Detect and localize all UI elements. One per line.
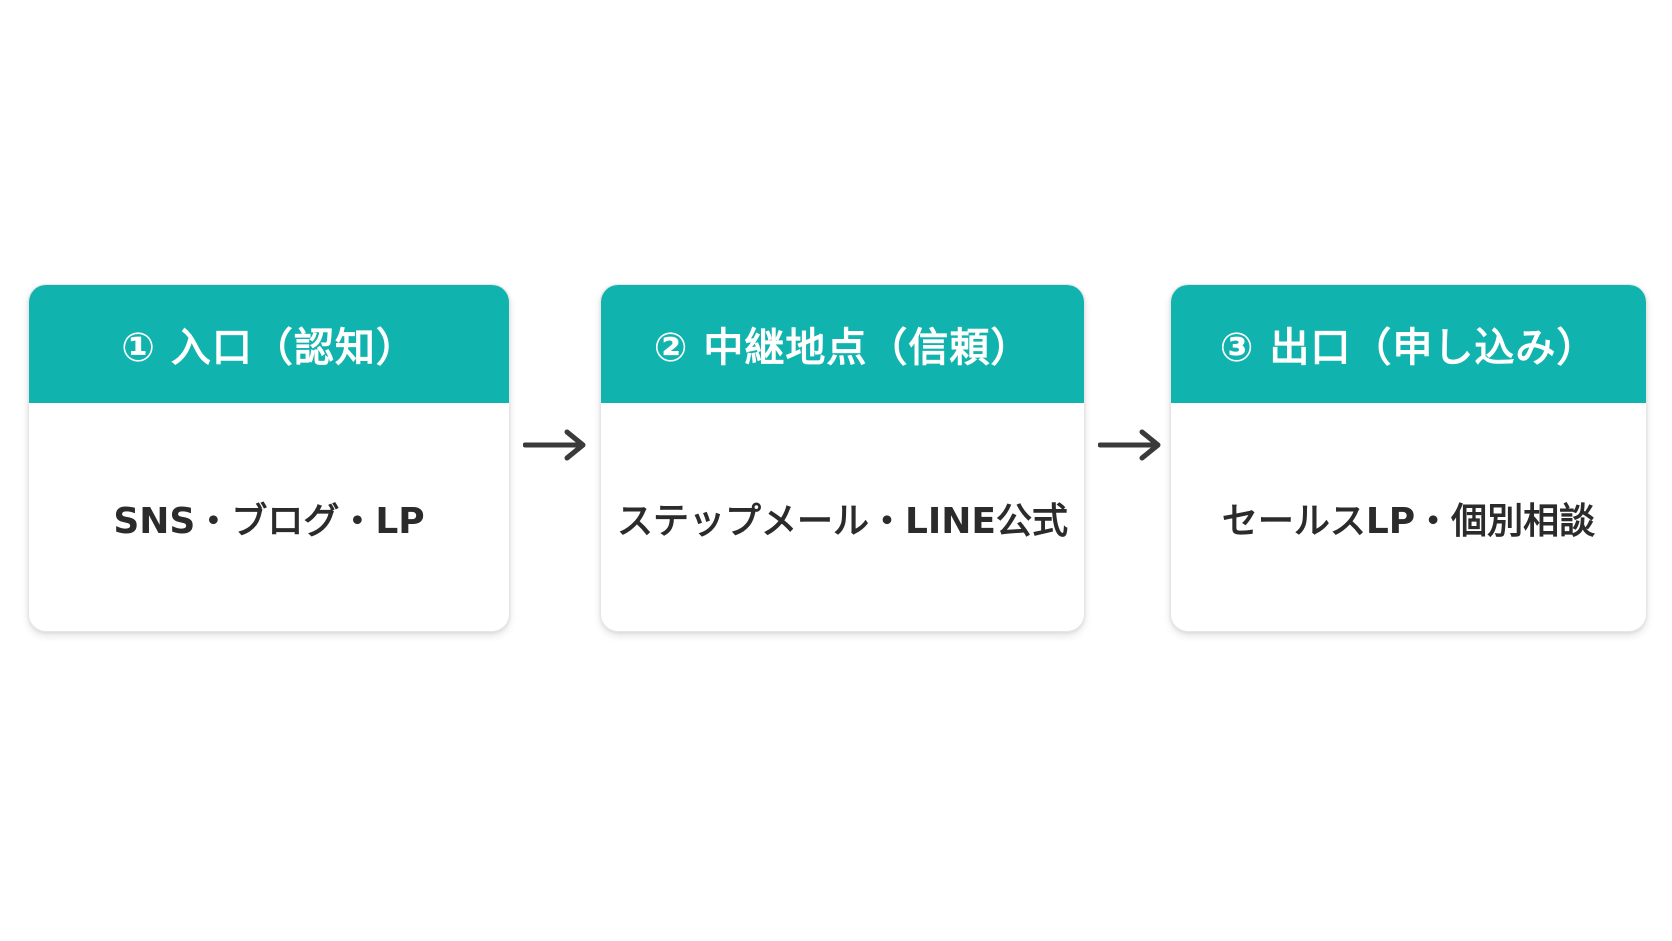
arrow-right-icon — [523, 429, 586, 461]
arrow-right-icon — [1098, 429, 1161, 461]
step-card-entry: ① 入口（認知） SNS・ブログ・LP — [28, 284, 510, 632]
step-body-entry: SNS・ブログ・LP — [113, 501, 425, 542]
step-title-entry: ① 入口（認知） — [29, 285, 509, 403]
step-title-relay: ② 中継地点（信頼） — [601, 285, 1084, 403]
step-title-exit: ③ 出口（申し込み） — [1171, 285, 1646, 403]
step-card-exit: ③ 出口（申し込み） セールスLP・個別相談 — [1170, 284, 1647, 632]
step-card-relay: ② 中継地点（信頼） ステップメール・LINE公式 — [600, 284, 1085, 632]
step-body-relay: ステップメール・LINE公式 — [616, 501, 1069, 542]
step-body-exit: セールスLP・個別相談 — [1221, 501, 1596, 542]
